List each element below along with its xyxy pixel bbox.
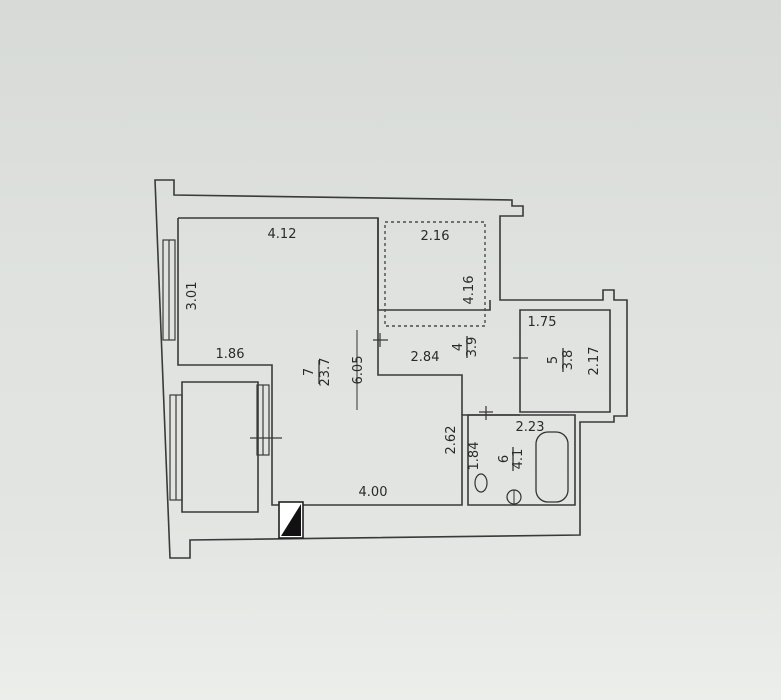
dim-4-12: 4.12 [268, 227, 297, 242]
kitchen-lower-wall [271, 380, 520, 506]
balcony-wall [181, 381, 259, 513]
dim-1-86: 1.86 [216, 347, 245, 362]
outer-wall [154, 179, 628, 559]
dim-2-23: 2.23 [516, 420, 545, 435]
bathtub-icon [535, 431, 569, 503]
toilet-icon [474, 473, 488, 493]
dim-2-62: 2.62 [444, 426, 459, 455]
wc-wall [519, 309, 611, 413]
bath-wall [467, 414, 576, 506]
room-7-number: 7 [302, 368, 317, 376]
vent-shaft [278, 501, 304, 539]
wardrobe-outline [384, 221, 486, 327]
room-6-number: 6 [497, 455, 512, 463]
room-4-area: 3.9 [465, 337, 480, 358]
room-6-area: 4.1 [511, 449, 526, 470]
room-7-area: 23.7 [318, 358, 333, 387]
room-5-area: 3.8 [561, 350, 576, 371]
room-4-number: 4 [451, 343, 466, 351]
dim-6-05: 6.05 [351, 356, 366, 385]
dim-1-84: 1.84 [467, 442, 482, 471]
dim-4-16: 4.16 [462, 276, 477, 305]
dim-2-17: 2.17 [587, 347, 602, 376]
dim-3-01: 3.01 [185, 282, 200, 311]
dim-2-84: 2.84 [411, 350, 440, 365]
dim-2-16: 2.16 [421, 229, 450, 244]
dim-4-00: 4.00 [359, 485, 388, 500]
hall-wall [385, 374, 463, 415]
living-room-wall [177, 218, 273, 380]
room-5-number: 5 [546, 356, 561, 364]
storage-left-wall [377, 218, 385, 376]
dim-1-75: 1.75 [528, 315, 557, 330]
